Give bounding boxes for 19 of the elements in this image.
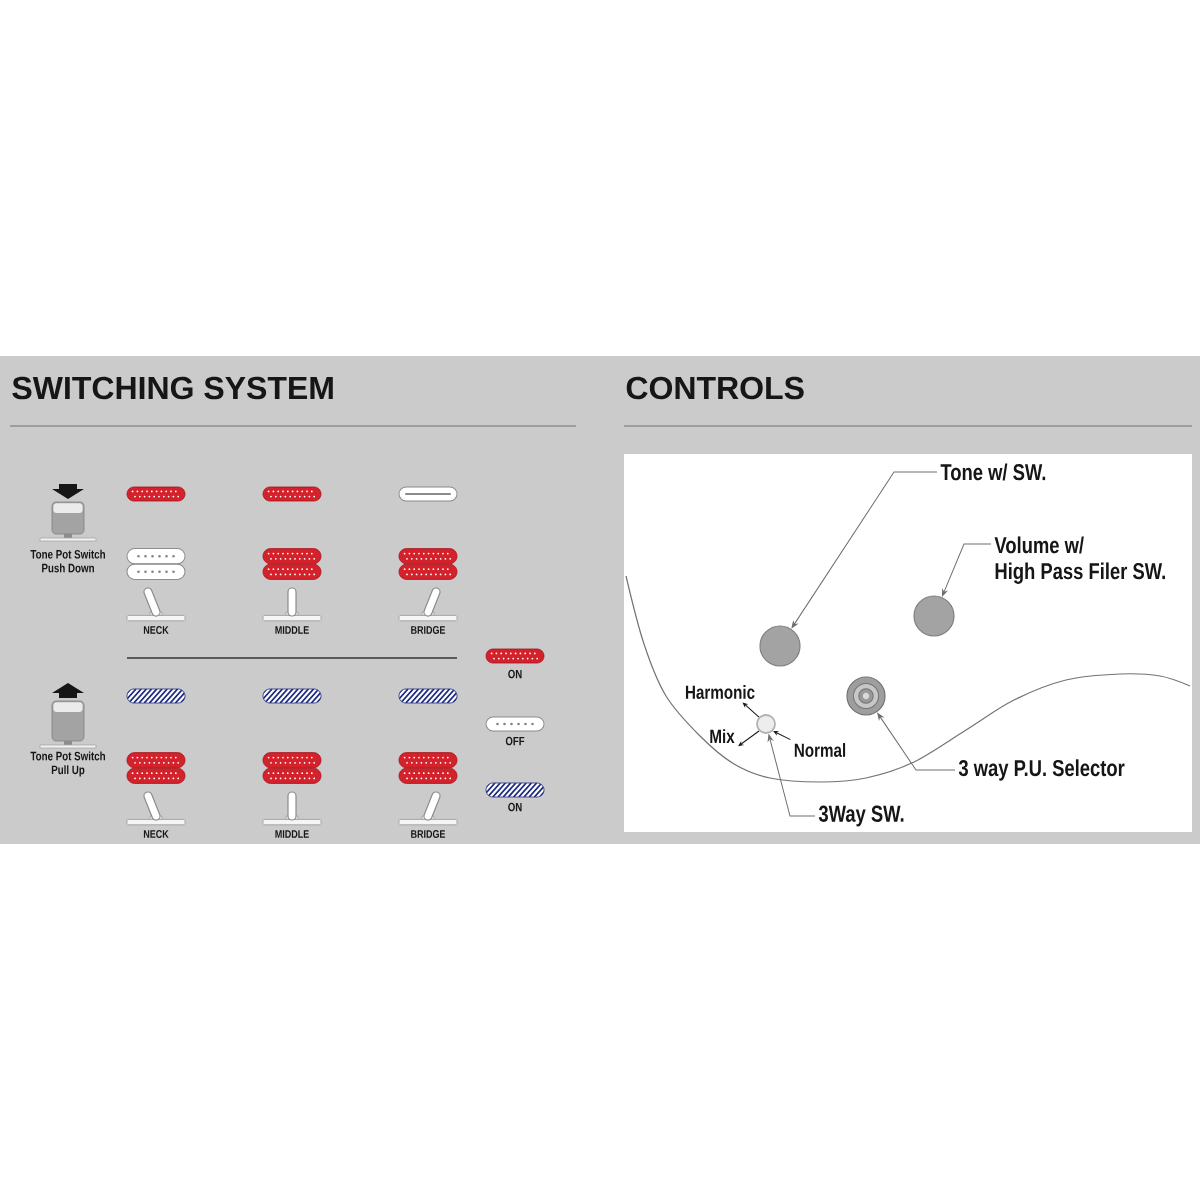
callout-text: Volume w/ High Pass Filer SW.: [994, 536, 1165, 584]
selector-knob: [846, 676, 886, 716]
section-heading: SWITCHING SYSTEM: [12, 376, 333, 400]
direction-arrow: [773, 731, 791, 741]
leader-line: [877, 712, 956, 771]
knob: [759, 625, 801, 667]
direction-arrow: [742, 702, 760, 718]
callout-text: 3Way SW.: [818, 805, 904, 827]
direction-arrow: [738, 730, 760, 747]
knob: [913, 595, 955, 637]
leader-line: [941, 543, 992, 597]
direction-label: Mix: [710, 729, 735, 743]
callout-text: 3 way P.U. Selector: [958, 759, 1125, 781]
section-heading: CONTROLS: [626, 376, 804, 400]
leader-line: [767, 734, 816, 817]
direction-label: Normal: [794, 743, 846, 757]
leader-line: [791, 471, 938, 629]
direction-label: Harmonic: [685, 685, 755, 699]
callout-text: Tone w/ SW.: [940, 463, 1046, 481]
